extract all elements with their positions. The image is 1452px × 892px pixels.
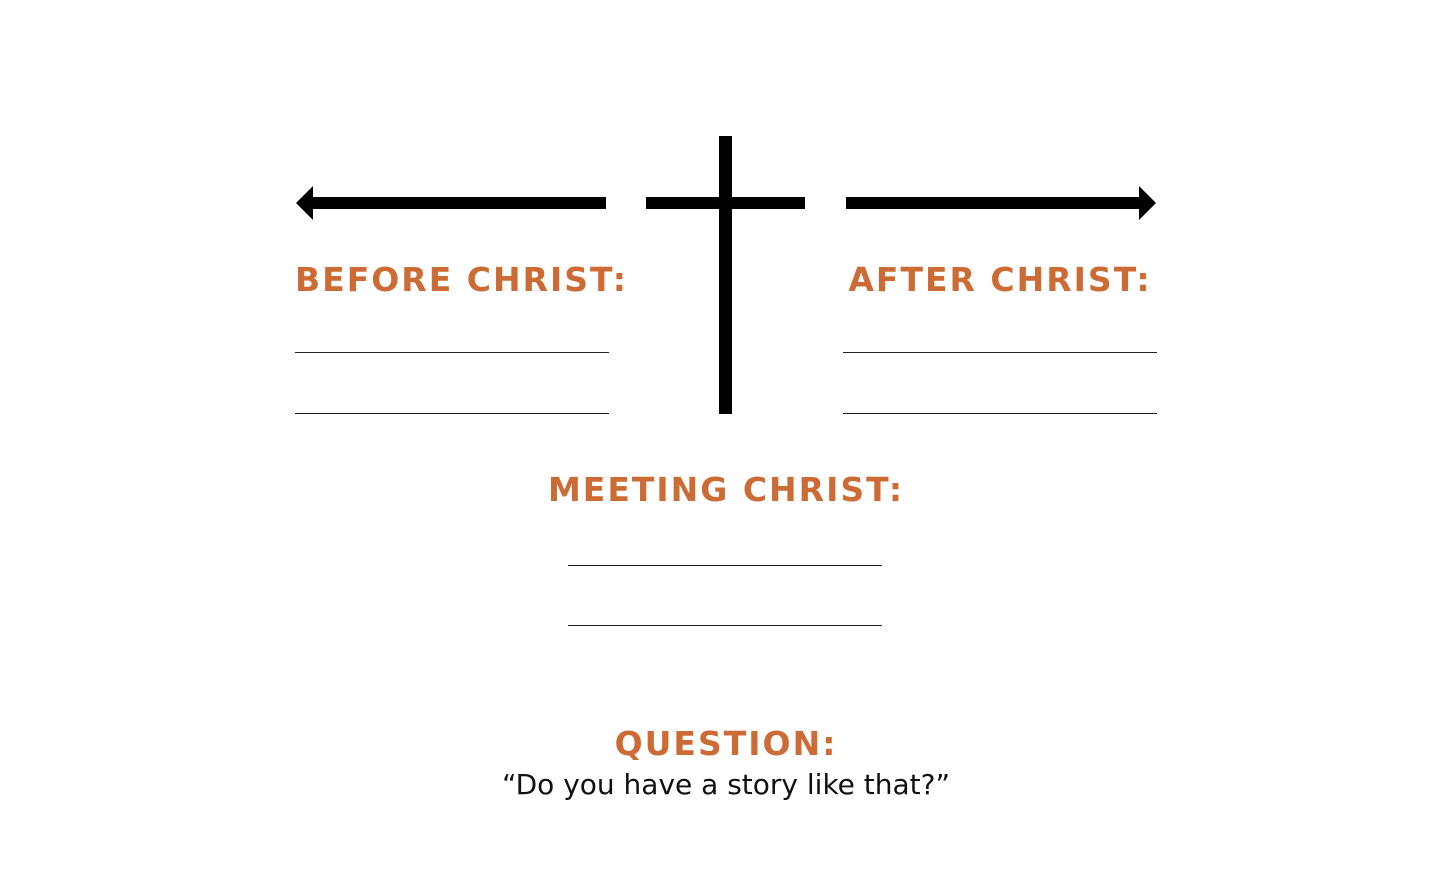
after-christ-blank-line-2[interactable] bbox=[843, 413, 1157, 414]
after-christ-blank-line-1[interactable] bbox=[843, 352, 1157, 353]
after-christ-heading: AFTER CHRIST: bbox=[848, 260, 1152, 299]
question-text: “Do you have a story like that?” bbox=[501, 768, 951, 801]
before-christ-blank-line-1[interactable] bbox=[295, 352, 609, 353]
meeting-christ-heading: MEETING CHRIST: bbox=[547, 470, 905, 509]
question-heading: QUESTION: bbox=[614, 724, 838, 763]
before-christ-heading: BEFORE CHRIST: bbox=[295, 260, 628, 299]
cross-icon bbox=[646, 136, 805, 414]
before-christ-blank-line-2[interactable] bbox=[295, 413, 609, 414]
arrow-left-icon bbox=[296, 186, 606, 220]
meeting-christ-blank-line-2[interactable] bbox=[568, 625, 882, 626]
meeting-christ-blank-line-1[interactable] bbox=[568, 565, 882, 566]
arrow-right-icon bbox=[846, 186, 1156, 220]
